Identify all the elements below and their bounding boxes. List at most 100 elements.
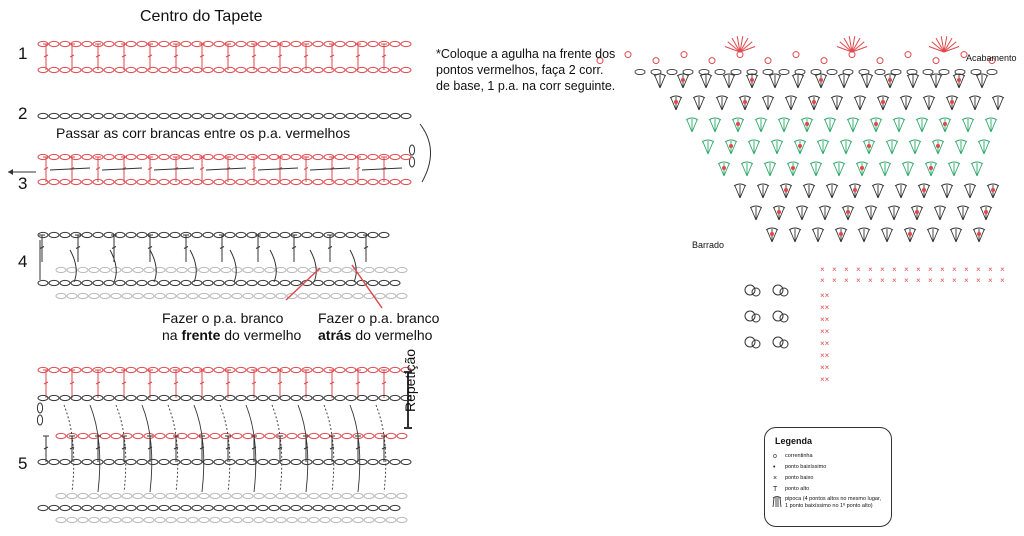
red-popcorn-dot — [846, 210, 850, 214]
row4-grey-bottom-chain — [110, 292, 122, 300]
row4-grey-top-chain — [55, 266, 67, 274]
row1-top-chain — [59, 40, 71, 48]
row5-black-dc-bar — [329, 446, 335, 450]
row1-bottom-chain — [92, 66, 104, 74]
row4-grey-bottom-chain — [341, 292, 353, 300]
row5-red-top-chain — [125, 366, 137, 374]
row1-bottom-chain — [378, 66, 390, 74]
row5-grey-bottom-chain — [242, 516, 254, 524]
picot-stitch — [820, 57, 828, 65]
row5-grey-top-chain — [275, 492, 287, 500]
row3-bottom-chain — [202, 178, 214, 186]
red-popcorn-dot — [874, 122, 878, 126]
row4-top-chain — [235, 231, 247, 239]
motif-stitch — [751, 313, 761, 323]
row3-top-chain — [312, 153, 324, 161]
pointer-back — [351, 264, 383, 309]
row4-top-chain — [81, 231, 93, 239]
row5-bottom-chain — [169, 504, 181, 512]
picot-stitch — [932, 57, 940, 65]
row-number-3: 3 — [18, 174, 28, 193]
row5-grey-bottom-chain — [253, 516, 265, 524]
row4-bottom-chain — [158, 279, 170, 287]
row4-bottom-chain — [169, 279, 181, 287]
shell-stitch — [739, 46, 756, 53]
row2-chain — [70, 112, 82, 120]
row5-red-dc-bar — [329, 381, 335, 385]
annotation-front-post: do vermelho — [220, 327, 302, 343]
row5-black-2-chain — [356, 458, 368, 466]
row-number-2: 2 — [18, 104, 28, 123]
popcorn-stitch — [653, 73, 667, 89]
row5-red-mid-chain — [187, 432, 199, 440]
motif-stitch — [779, 313, 789, 323]
row4-top-chain — [202, 231, 214, 239]
row5-red-mid-chain — [132, 432, 144, 440]
row5-bottom-chain — [158, 504, 170, 512]
popcorn-stitch — [961, 117, 975, 133]
chart-sc-row: × — [988, 276, 993, 285]
row4-grey-top-chain — [198, 266, 210, 274]
row4-bottom-chain — [180, 279, 192, 287]
row4-curve — [309, 249, 317, 283]
annotation-back-bold: atrás — [318, 327, 352, 343]
row5-grey-top-chain — [374, 492, 386, 500]
shell-stitch — [931, 41, 945, 53]
chart-sc-row: × — [976, 276, 981, 285]
row5-red-top-chain — [290, 366, 302, 374]
row1-dc-bar — [121, 54, 127, 58]
legend-item-chain: correntinha — [785, 453, 813, 459]
chart-sc-row: × — [880, 276, 885, 285]
row5-black-chain — [48, 394, 60, 402]
row3-top-chain — [235, 153, 247, 161]
shell-stitch — [943, 36, 948, 53]
row1-dc-bar — [251, 54, 257, 58]
row3-white-dc — [361, 167, 403, 171]
row5-red-top-chain — [367, 366, 379, 374]
chart-sc-row: × — [892, 265, 897, 274]
row5-black-2-chain — [301, 458, 313, 466]
row5-red-dc-bar — [277, 381, 283, 385]
row4-top-chain — [268, 231, 280, 239]
row5-red-top-chain — [103, 366, 115, 374]
row5-black-dc-bar — [225, 446, 231, 450]
row3-bottom-chain — [48, 178, 60, 186]
row4-bottom-chain — [246, 279, 258, 287]
row4-grey-top-chain — [231, 266, 243, 274]
row3-bottom-chain — [136, 178, 148, 186]
row4-bottom-chain — [81, 279, 93, 287]
row5-curve — [323, 404, 335, 493]
red-popcorn-dot — [805, 122, 809, 126]
row3-bottom-chain — [37, 178, 49, 186]
row4-bottom-chain — [257, 279, 269, 287]
row3-dc-bar — [147, 167, 153, 170]
row2-chain — [301, 112, 313, 120]
chart-chain — [730, 68, 742, 76]
row5-grey-top-chain — [88, 492, 100, 500]
row5-red-mid-chain — [363, 432, 375, 440]
row4-top-chain — [279, 231, 291, 239]
row2-chain — [125, 112, 137, 120]
row5-black-2-chain — [246, 458, 258, 466]
row5-grey-bottom-chain — [308, 516, 320, 524]
shell-stitch — [739, 37, 749, 53]
row2-chain — [59, 112, 71, 120]
row3-bottom-chain — [70, 178, 82, 186]
row4-bottom-chain — [48, 279, 60, 287]
row1-bottom-chain — [147, 66, 159, 74]
chart-chain — [922, 68, 934, 76]
popcorn-stitch — [860, 73, 874, 89]
motif-stitch — [772, 310, 784, 322]
row5-grey-top-chain — [319, 492, 331, 500]
row3-top-chain — [59, 153, 71, 161]
row4-bottom-chain — [147, 279, 159, 287]
chart-sc-row: × — [844, 265, 849, 274]
row5-black-chain — [356, 394, 368, 402]
popcorn-stitch — [975, 73, 989, 89]
row2-chain — [202, 112, 214, 120]
popcorn-stitch — [823, 117, 837, 133]
chart-sc-row: × — [844, 276, 849, 285]
row5-curve — [245, 404, 257, 493]
row5-bottom-chain — [180, 504, 192, 512]
row4-grey-bottom-chain — [132, 292, 144, 300]
